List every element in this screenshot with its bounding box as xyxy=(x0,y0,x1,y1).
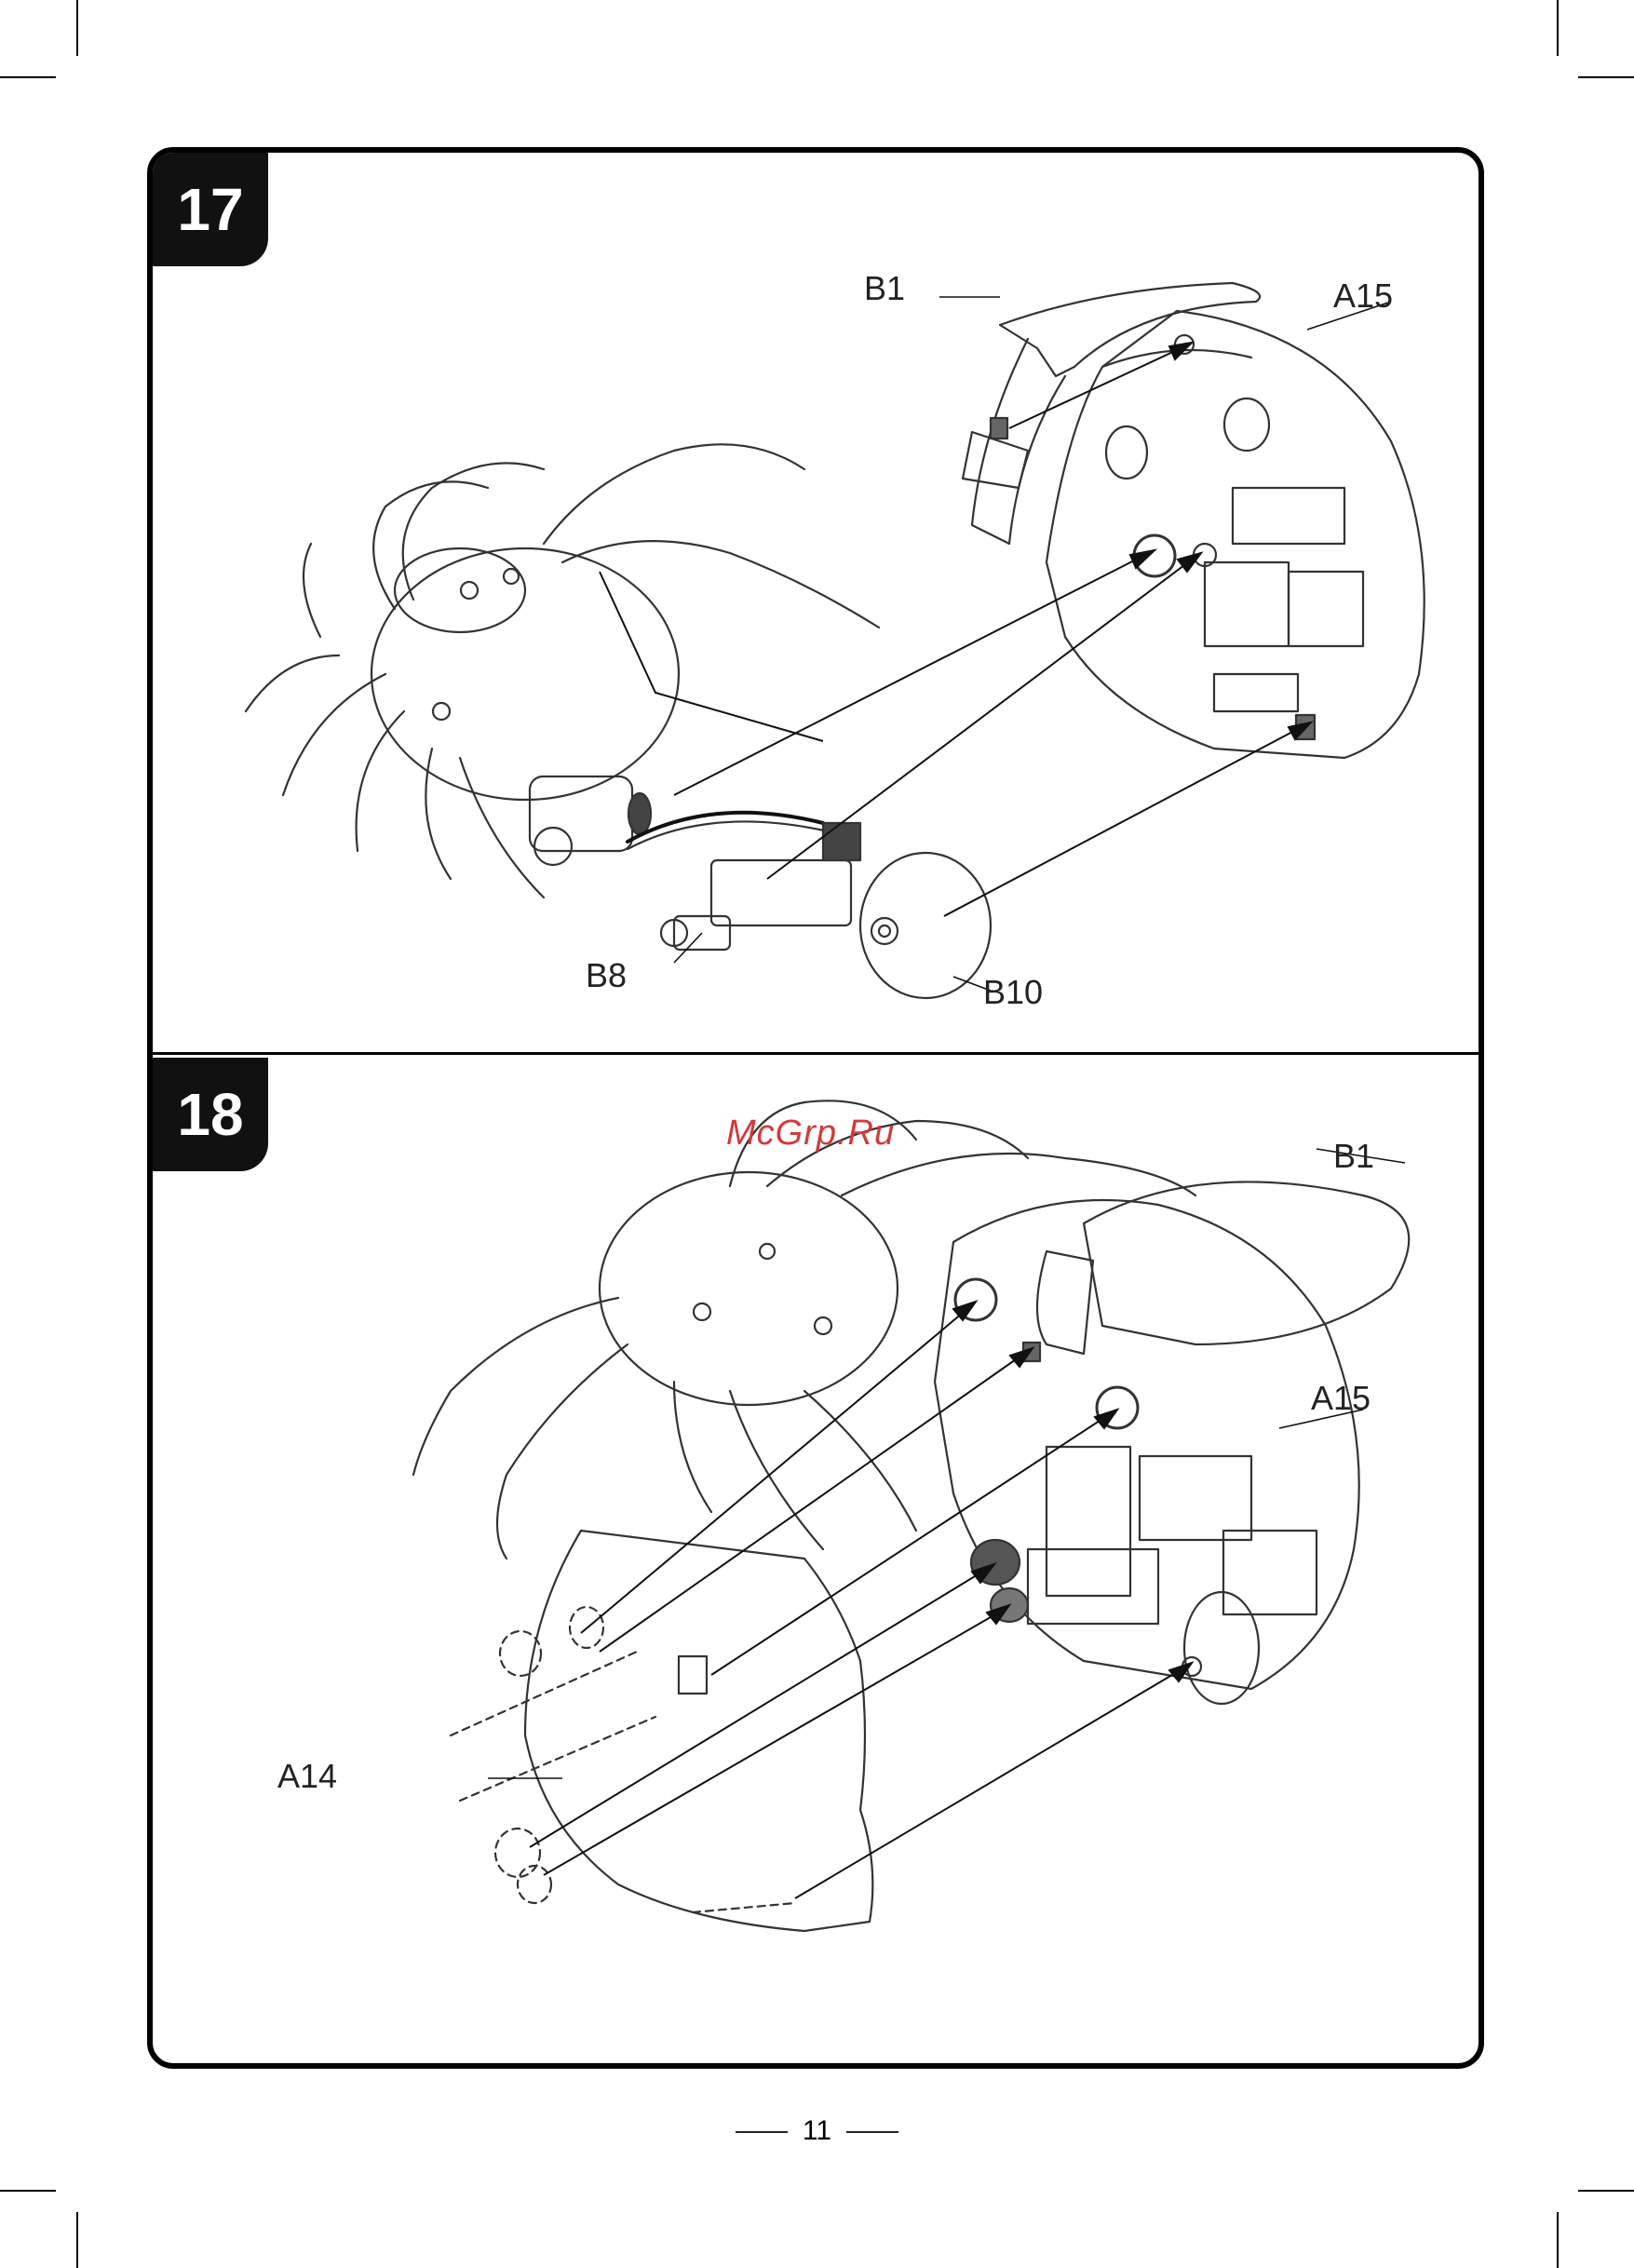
label-a15-step18: A15 xyxy=(1311,1382,1371,1415)
footer-rule-right xyxy=(846,2131,898,2133)
crop-mark xyxy=(1557,2212,1559,2268)
crop-mark xyxy=(1557,0,1559,56)
label-a14: A14 xyxy=(277,1760,337,1793)
page-footer: 11 xyxy=(0,2115,1634,2147)
footer-rule-left xyxy=(736,2131,788,2133)
step-18-illustration xyxy=(153,153,1479,2063)
crop-mark xyxy=(1578,76,1634,78)
crop-mark xyxy=(76,2212,78,2268)
crop-mark xyxy=(0,76,56,78)
crop-mark xyxy=(1578,2190,1634,2192)
instruction-frame: 17 xyxy=(147,147,1484,2069)
crop-mark xyxy=(0,2190,56,2192)
page-number: 11 xyxy=(803,2115,831,2146)
label-b1-step18: B1 xyxy=(1333,1140,1374,1173)
crop-mark xyxy=(76,0,78,56)
watermark: McGrp.Ru xyxy=(726,1114,895,1154)
